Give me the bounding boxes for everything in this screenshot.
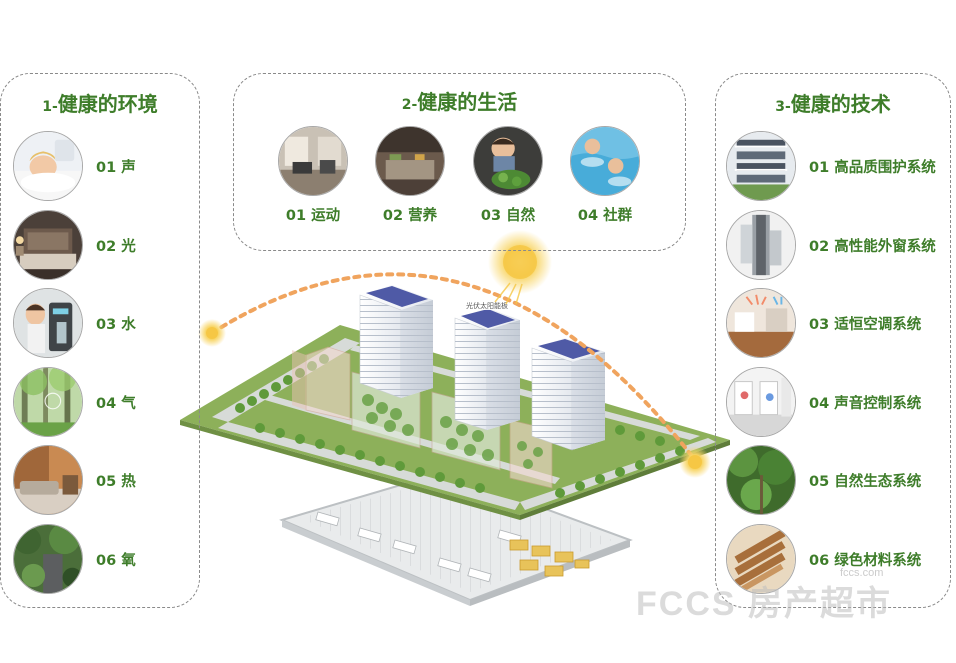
tech-item-hvac: 03 适恒空调系统 [726,288,921,358]
sunset-icon [679,446,711,478]
sun-icon [488,230,552,305]
window-profile-photo [726,210,796,280]
life-item-label: 01 运动 [285,208,341,224]
env-item-label: 03 水 [96,316,136,333]
acoustic-room-photo [726,367,796,437]
panel-healthy-life: 2-健康的生活 01 运动 02 营养 03 自然 04 社群 [233,73,686,251]
garden-photo [13,524,83,594]
life-item-label: 04 社群 [577,208,633,224]
tech-item-label: 02 高性能外窗系统 [809,238,936,255]
podium-block-left [292,346,351,421]
tower-center [454,308,520,431]
panel-title-environment: 1-健康的环境 [42,92,158,116]
forest-photo [13,367,83,437]
env-item-light: 02 光 [13,210,136,280]
env-item-sound: 01 声 [13,131,136,201]
tech-item-window: 02 高性能外窗系统 [726,210,936,280]
gym-photo [278,126,348,196]
solar-panel-roof [366,286,428,307]
watermark-logo: FCCS 房产超市 [636,585,892,623]
hvac-room-photo [726,288,796,358]
panel-healthy-environment: 1-健康的环境 01 声 02 光 03 水 04 气 05 热 [0,73,200,608]
solar-label-bg [468,300,506,310]
env-item-label: 04 气 [96,395,136,412]
life-item-nutrition: 02 营养 [370,126,450,225]
sleeping-child-photo [13,131,83,201]
solar-panel-roof [538,339,600,359]
solar-panel-label: 光伏太阳能板 [466,301,508,310]
nature-child-photo [473,126,543,196]
tech-item-label: 05 自然生态系统 [809,473,922,490]
env-item-heat: 05 热 [13,445,136,515]
solar-panel-roof [461,309,515,328]
life-item-community: 04 社群 [565,126,645,225]
panel-healthy-technology: 3-健康的技术 01 高品质围护系统 02 高性能外窗系统 03 适恒空调系统 … [715,73,951,608]
living-room-photo [13,445,83,515]
ecology-photo [726,445,796,515]
env-item-air: 04 气 [13,367,136,437]
tower-left [359,285,433,399]
facade-photo [726,131,796,201]
tech-item-ecology: 05 自然生态系统 [726,445,921,515]
env-item-water: 03 水 [13,288,136,358]
tower-right [531,338,605,451]
life-item-exercise: 01 运动 [273,126,353,225]
tech-item-materials: 06 绿色材料系统 [726,524,921,594]
swimming-photo [570,126,640,196]
sunrise-icon [198,319,226,347]
env-item-label: 06 氧 [96,552,136,569]
kitchen-photo [375,126,445,196]
water-dispenser-photo [13,288,83,358]
env-item-label: 05 热 [96,473,136,490]
bedroom-photo [13,210,83,280]
tech-item-acoustic: 04 声音控制系统 [726,367,921,437]
tech-item-envelope: 01 高品质围护系统 [726,131,936,201]
tech-item-label: 03 适恒空调系统 [809,316,922,333]
sun-path-arc [210,272,697,462]
life-item-nature: 03 自然 [468,126,548,225]
env-item-oxygen: 06 氧 [13,524,136,594]
life-item-label: 02 营养 [382,208,438,224]
tech-item-label: 01 高品质围护系统 [809,159,936,176]
panel-title-life: 2-健康的生活 [401,90,518,114]
tech-item-label: 06 绿色材料系统 [809,552,922,569]
tech-item-label: 04 声音控制系统 [809,395,922,412]
watermark-url: fccs.com [840,567,884,579]
life-item-label: 03 自然 [480,208,536,224]
env-item-label: 01 声 [96,159,136,176]
panel-title-technology: 3-健康的技术 [775,92,891,116]
underground-parking [279,470,633,606]
parking-equipment [509,539,590,577]
env-item-label: 02 光 [96,238,136,255]
wood-material-photo [726,524,796,594]
